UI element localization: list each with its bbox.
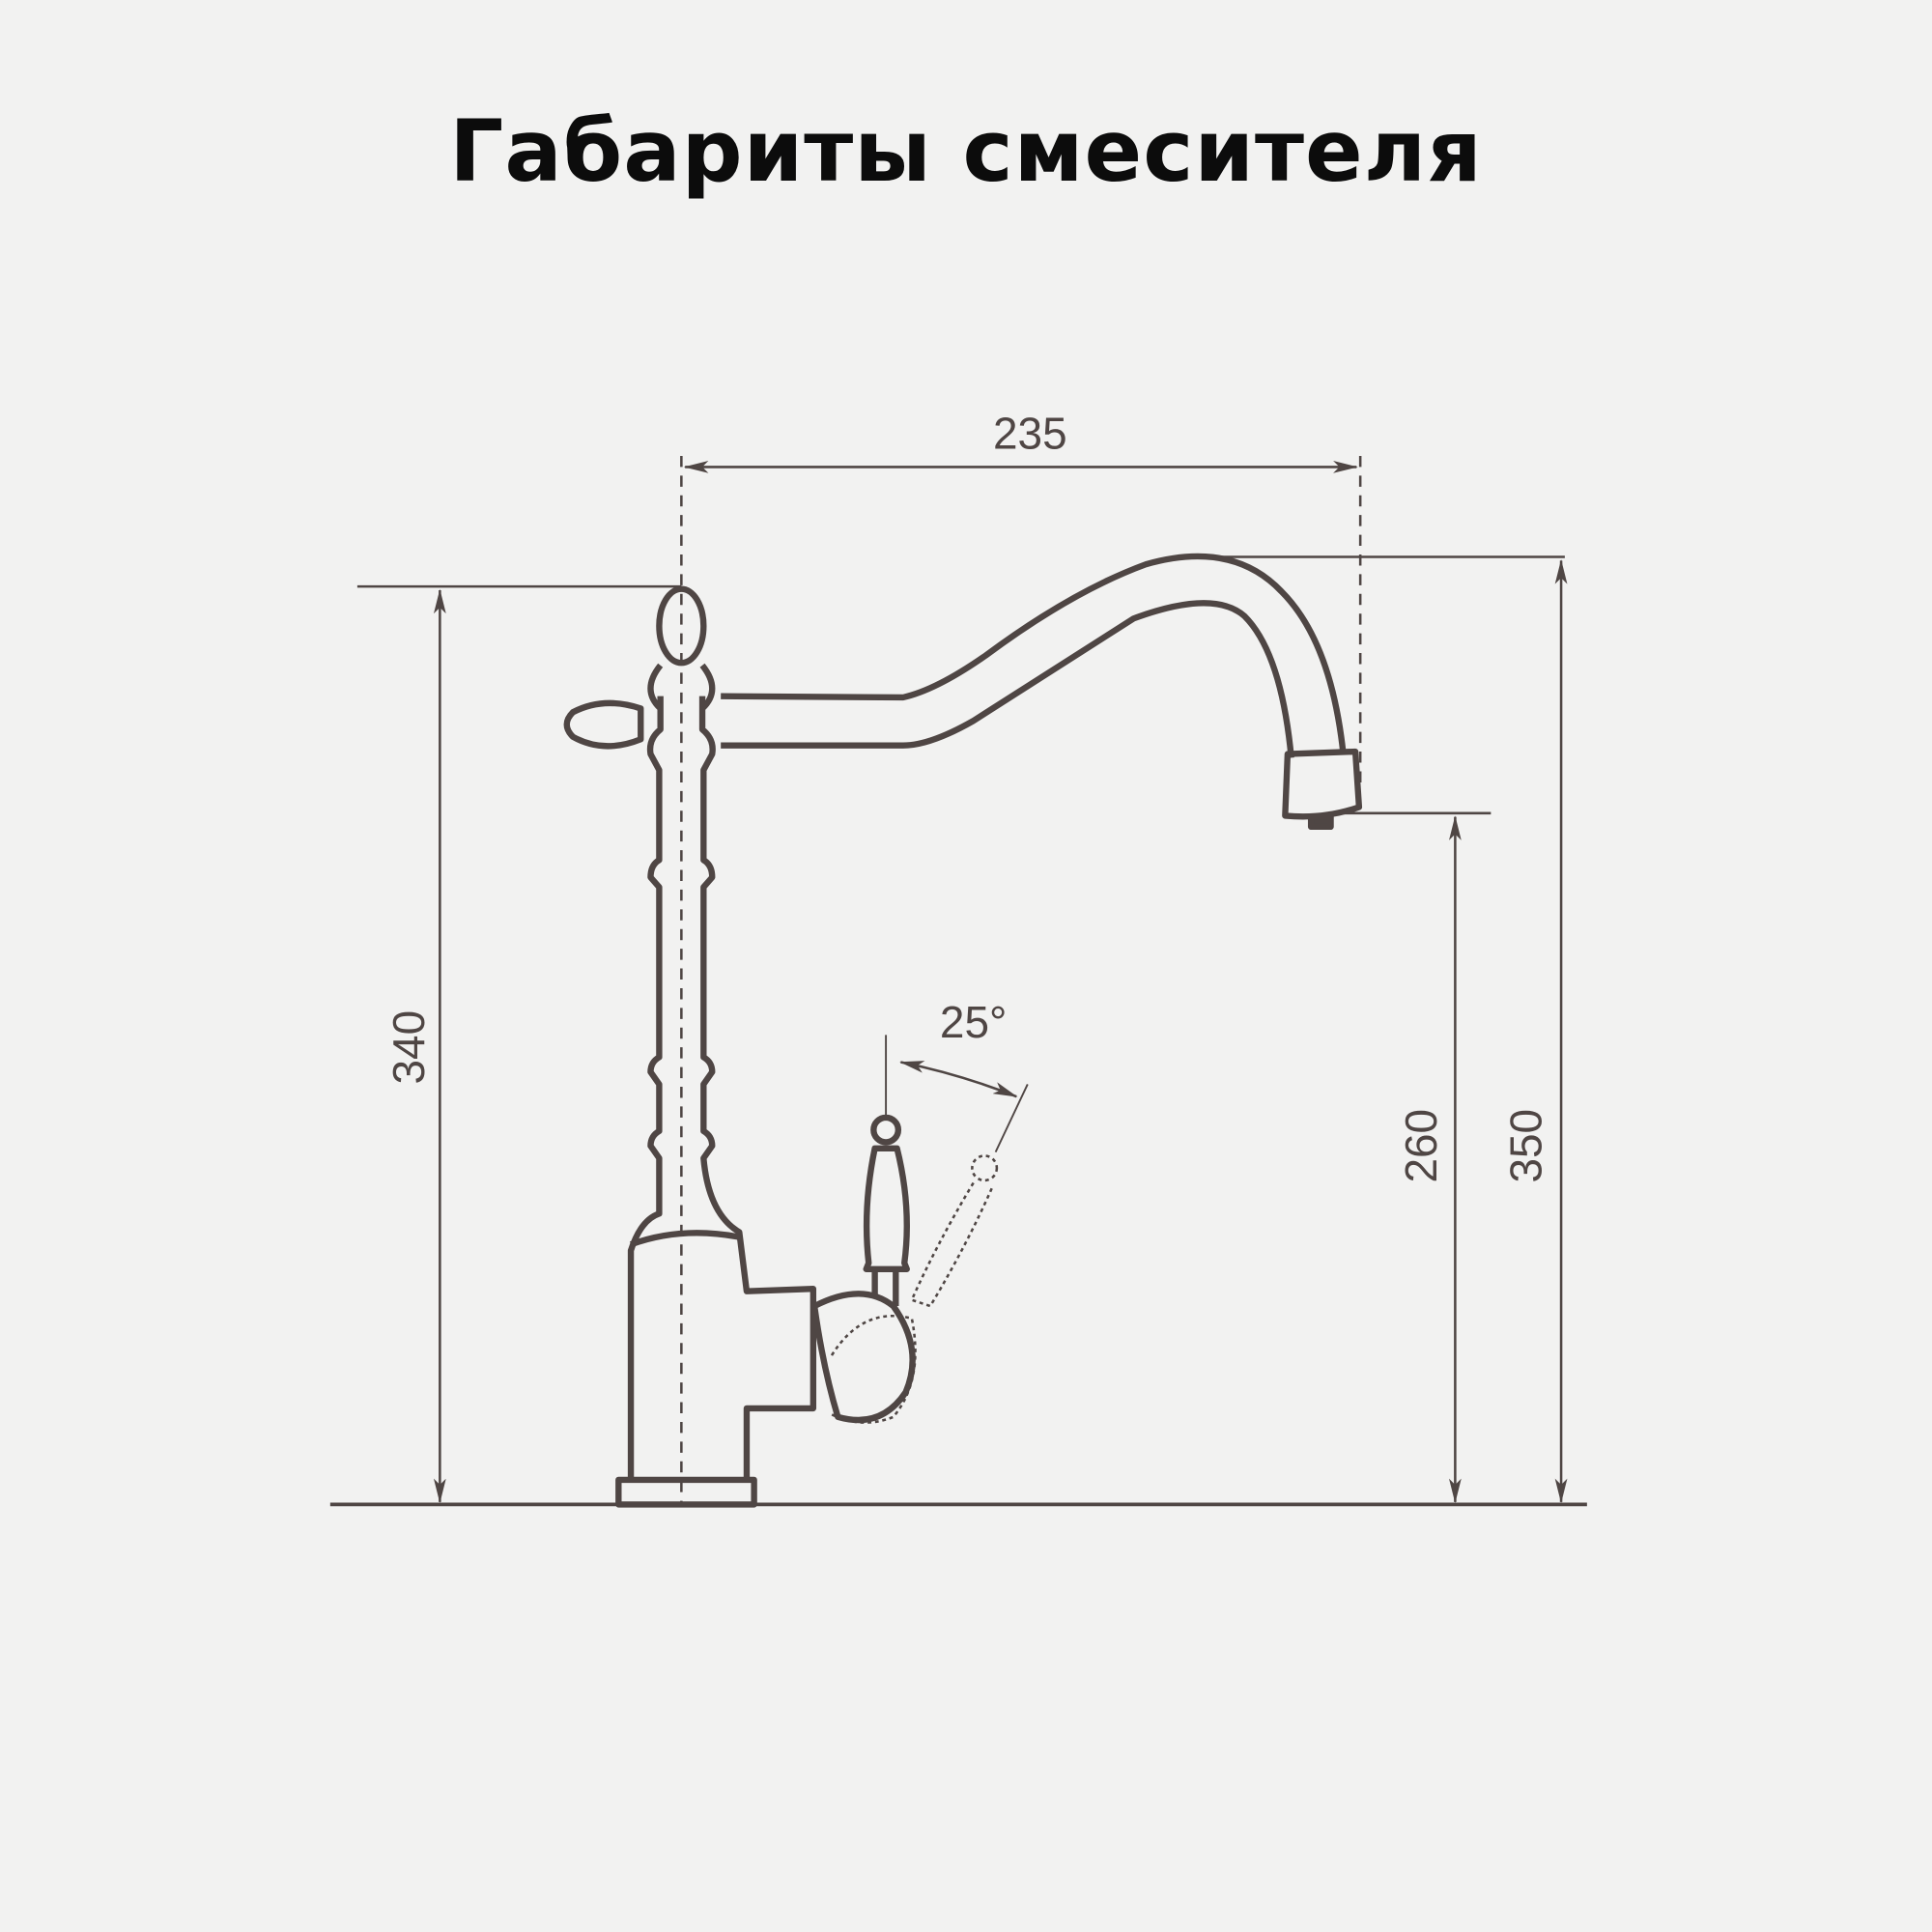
dimension-260: 260 bbox=[1330, 811, 1492, 1504]
dimension-350: 350 bbox=[1195, 555, 1568, 1504]
angle-label: 25° bbox=[940, 997, 1007, 1047]
dimension-label-235: 235 bbox=[993, 408, 1067, 458]
dimension-label-350: 350 bbox=[1501, 1109, 1551, 1183]
lever-angle-indicator: 25° bbox=[885, 997, 1029, 1153]
lever-handle bbox=[810, 1114, 916, 1424]
page-title: Габариты смесителя bbox=[449, 101, 1483, 201]
faucet-body bbox=[563, 553, 1363, 1508]
lever-tilted-ghost bbox=[830, 1154, 999, 1424]
dimension-340: 340 bbox=[356, 584, 682, 1504]
dimension-235: 235 bbox=[680, 408, 1362, 1506]
dimension-label-340: 340 bbox=[384, 1010, 434, 1085]
dimension-label-260: 260 bbox=[1396, 1109, 1446, 1183]
